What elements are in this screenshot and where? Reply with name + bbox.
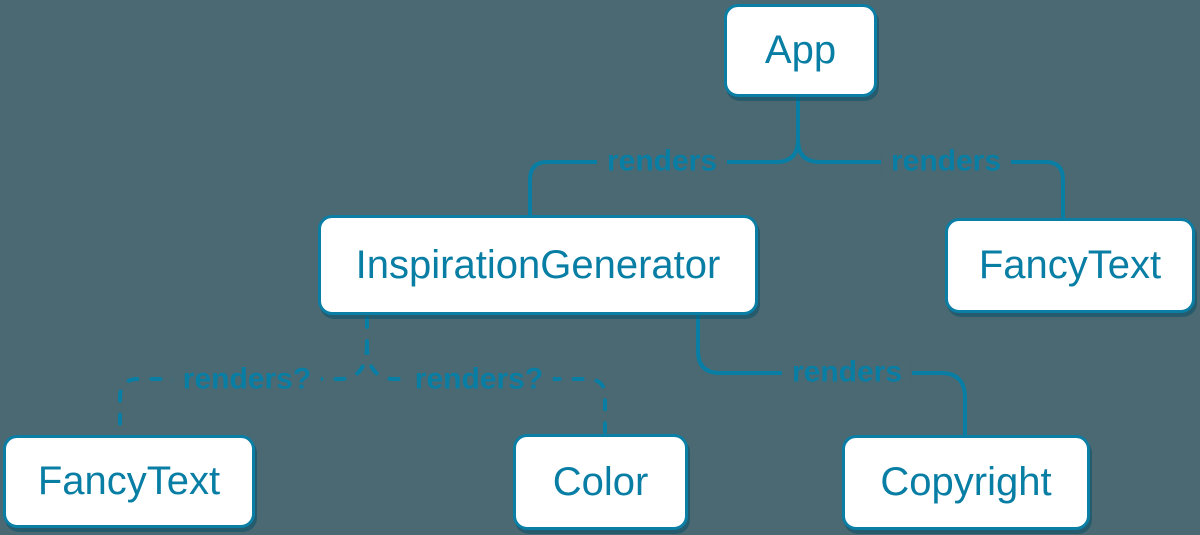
- node-color-label: Color: [552, 459, 649, 504]
- node-inspiration-generator-label: InspirationGenerator: [355, 242, 721, 287]
- node-copyright-label: Copyright: [880, 460, 1052, 504]
- node-fancytext-top: FancyText: [945, 218, 1195, 313]
- node-inspiration-generator: InspirationGenerator: [318, 215, 758, 315]
- node-app-label: App: [764, 28, 837, 72]
- node-app: App: [724, 4, 877, 97]
- edge-inspirationgenerator-fancytext-dashed-line: [118, 342, 369, 435]
- edge-label-renders-fancytext-top: renders: [880, 144, 1012, 178]
- edge-label-renders-color: renders?: [404, 362, 554, 396]
- edge-label-renders-fancytext-bottom: renders?: [172, 362, 322, 396]
- node-color: Color: [513, 434, 688, 530]
- edge-label-renders-copyright: renders: [781, 355, 913, 389]
- edge-label-renders-inspirationgenerator: renders: [596, 144, 728, 178]
- node-copyright: Copyright: [842, 435, 1090, 530]
- node-fancytext-bottom-label: FancyText: [37, 459, 221, 503]
- node-fancytext-bottom: FancyText: [3, 435, 255, 528]
- node-fancytext-top-label: FancyText: [978, 243, 1162, 287]
